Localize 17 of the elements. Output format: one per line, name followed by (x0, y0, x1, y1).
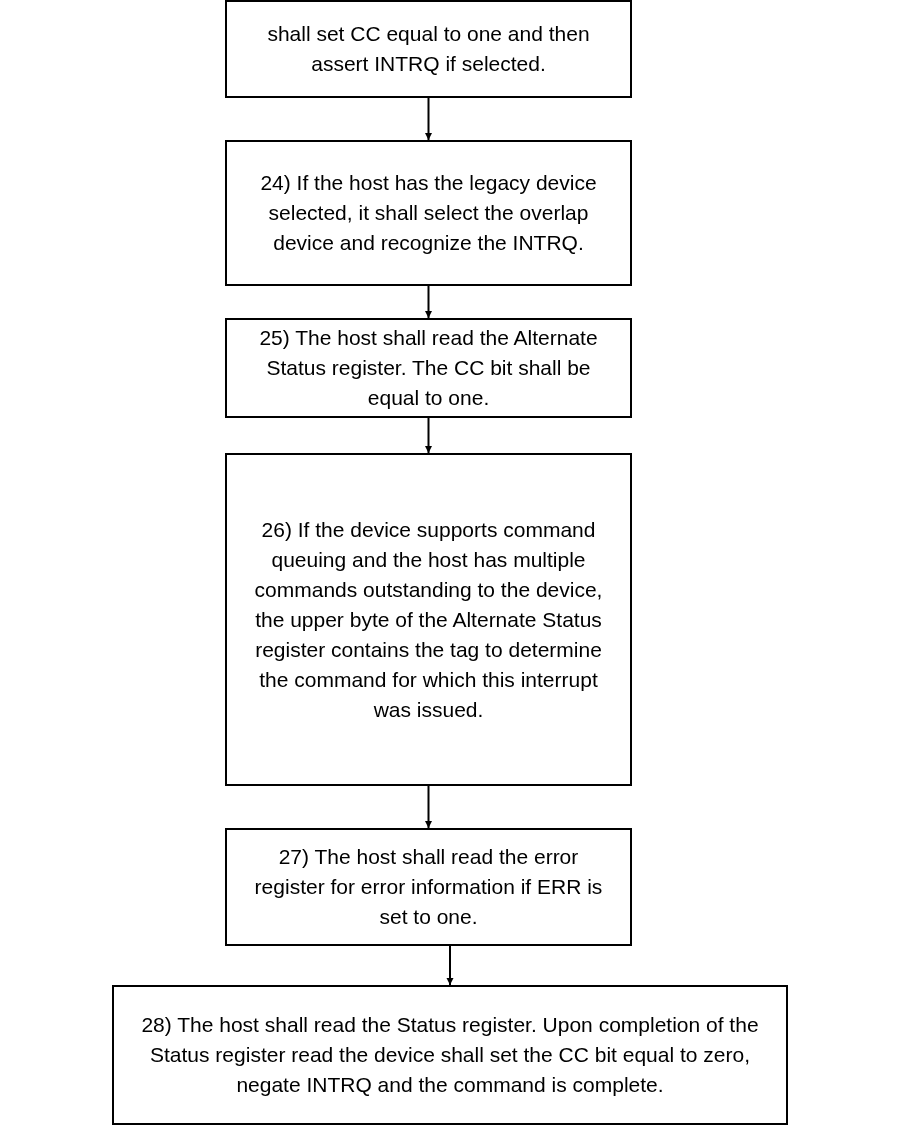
process-box (225, 828, 632, 946)
arrow (425, 97, 432, 141)
step-text: 24) If the host has the legacy device selected, it shall select the overlap device and recognize the INTRQ. (259, 170, 598, 256)
step-text: shall set CC equal to one and then assert INTRQ if selected. (266, 21, 591, 77)
step-text: 28) The host shall read the Status register. Upon completion of the Status register read the device shall set the CC bit equal to zero, negate INTRQ and the command is complete. (140, 1012, 760, 1098)
step-text: 27) The host shall read the error register for error information if ERR is set to one. (253, 844, 604, 930)
arrow (425, 417, 432, 454)
arrow (425, 285, 432, 319)
arrow (446, 945, 454, 986)
process-box (225, 453, 632, 786)
process-box (225, 140, 632, 286)
process-box (225, 318, 632, 418)
process-box (112, 985, 788, 1125)
process-box (225, 0, 632, 98)
step-text: 26) If the device supports command queuing and the host has multiple commands outstanding to the device, the upper byte of the Alternate Status register contains the tag to determine the command for which this interrupt was issued. (253, 516, 604, 723)
arrow (425, 785, 432, 829)
step-text: 25) The host shall read the Alternate Status register. The CC bit shall be equal to one. (258, 325, 599, 411)
